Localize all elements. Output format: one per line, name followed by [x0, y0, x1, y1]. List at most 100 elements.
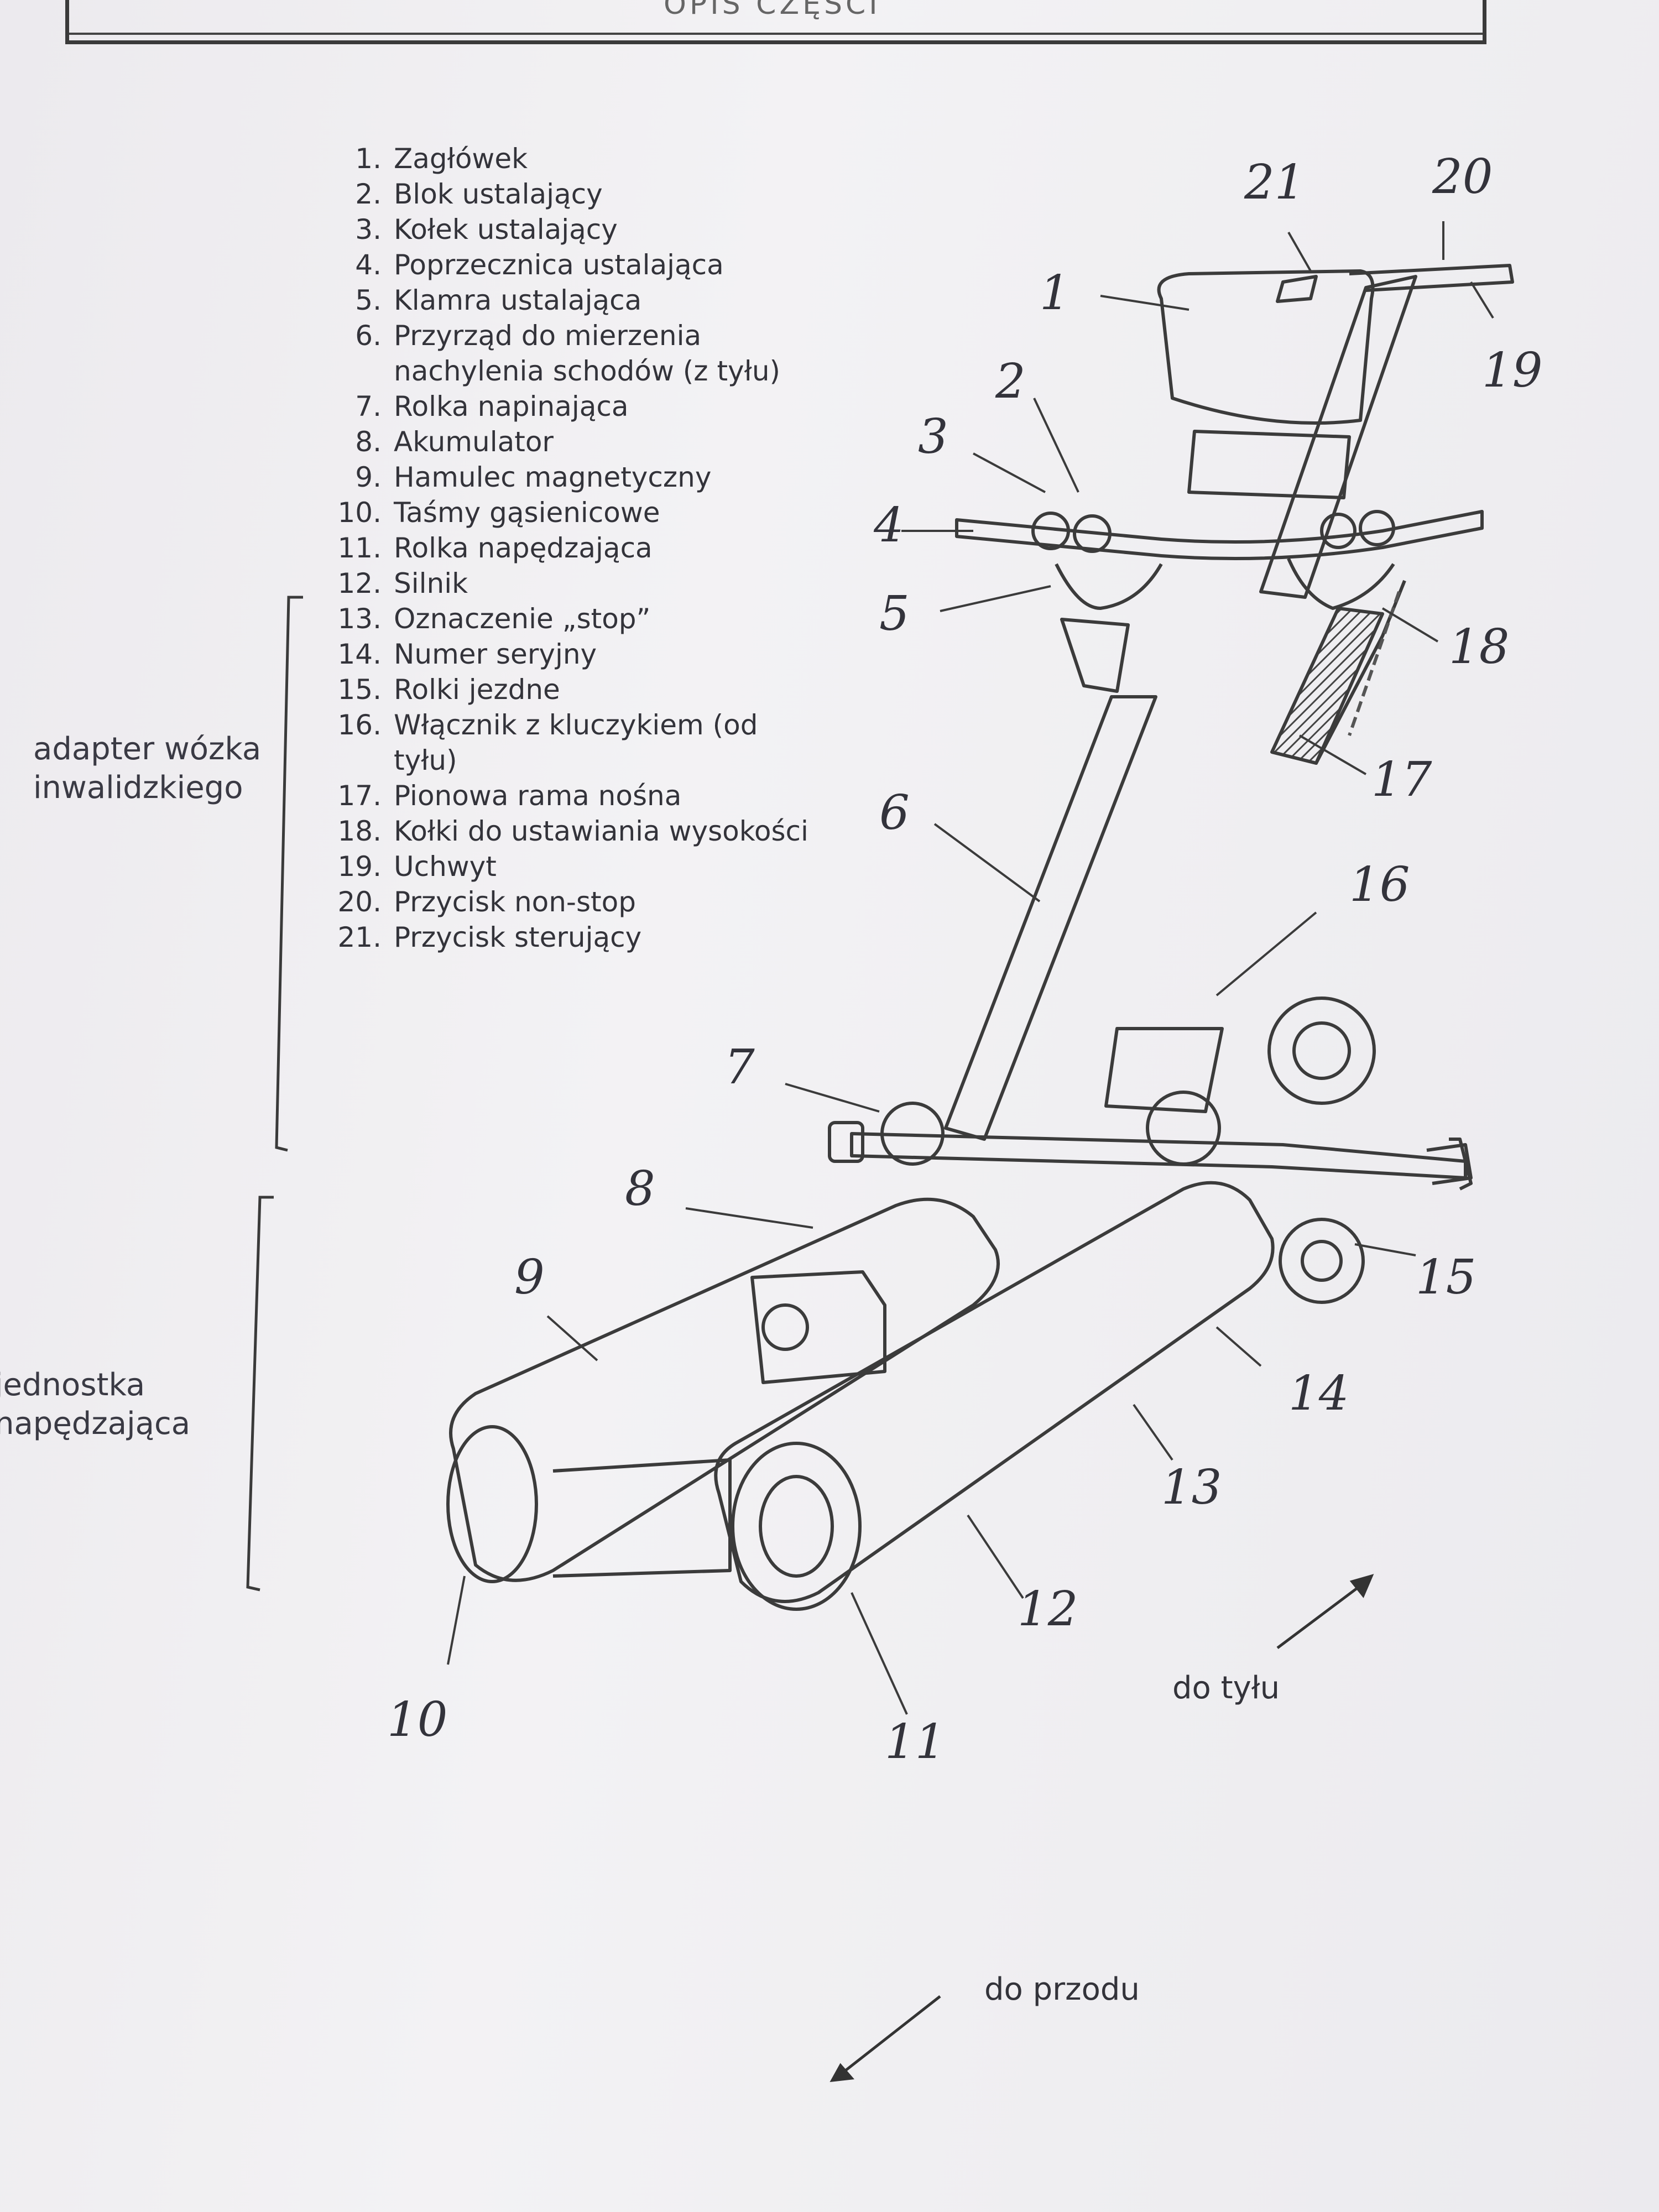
callout-12: 12	[1018, 1582, 1078, 1637]
part-number: 3.	[355, 213, 382, 246]
part-number: 17.	[337, 780, 382, 812]
parts-list-item: 10. Taśmy gąsienicowe	[321, 495, 818, 530]
part-label: Taśmy gąsienicowe	[394, 497, 660, 529]
parts-list-item: 6.Przyrząd do mierzenia nachylenia schod…	[321, 318, 818, 389]
part-number: 21.	[337, 921, 382, 953]
part-number: 1.	[355, 143, 382, 175]
callout-11: 11	[885, 1714, 946, 1770]
callout-5: 5	[879, 586, 910, 641]
parts-list-item: 11. Rolka napędzająca	[321, 530, 818, 566]
parts-list-item: 12. Silnik	[321, 566, 818, 601]
part-number: 9.	[355, 461, 382, 493]
callout-9: 9	[514, 1250, 545, 1305]
part-number: 4.	[355, 249, 382, 281]
title-frame-rule	[69, 33, 1483, 35]
part-number: 5.	[355, 284, 382, 316]
callout-15: 15	[1416, 1250, 1477, 1305]
part-label: Pionowa rama nośna	[394, 780, 682, 812]
parts-list-item: 18.Kołki do ustawiania wysokości	[321, 813, 818, 849]
arrow-back	[1276, 1580, 1367, 1649]
part-label: Numer seryjny	[394, 638, 597, 670]
group-brackets	[246, 596, 303, 1592]
parts-list-item: 8. Akumulator	[321, 424, 818, 460]
part-label: Przycisk non-stop	[394, 886, 636, 918]
part-label: Silnik	[394, 567, 468, 599]
callout-20: 20	[1432, 149, 1493, 205]
headrest	[1157, 269, 1375, 425]
left-track	[449, 1197, 1000, 1582]
crossbar	[955, 510, 1484, 560]
handle	[1349, 264, 1514, 292]
part-number: 12.	[337, 567, 382, 599]
part-number: 13.	[337, 603, 382, 635]
callout-14: 14	[1288, 1366, 1349, 1421]
callout-16: 16	[1349, 857, 1410, 912]
incline-frame	[944, 695, 1157, 1141]
drive-bracket	[246, 1196, 274, 1592]
part-number: 14.	[337, 638, 382, 670]
callout-10: 10	[387, 1692, 448, 1747]
running-roller	[1279, 1218, 1365, 1304]
part-label: Włącznik z kluczykiem (od tyłu)	[394, 709, 758, 776]
callout-13: 13	[1161, 1460, 1222, 1515]
group-label-adapter: adapter wózka inwalidzkiego	[33, 731, 262, 806]
part-label: Akumulator	[394, 426, 554, 458]
part-number: 2.	[355, 178, 382, 210]
parts-list-item: 16. Włącznik z kluczykiem (od tyłu)	[321, 707, 818, 778]
right-track	[714, 1181, 1275, 1603]
part-number: 15.	[337, 674, 382, 706]
parts-list: 1. Zagłówek 2. Blok ustalający 3. Kołek ustal…	[321, 141, 818, 955]
vertical-frame	[1259, 275, 1417, 599]
parts-list-item: 20. Przycisk non-stop	[321, 884, 818, 920]
parts-list-item: 13. Oznaczenie „stop”	[321, 601, 818, 637]
arrow-front	[837, 1995, 941, 2078]
part-label: Klamra ustalająca	[394, 284, 642, 316]
parts-list-item: 15.Rolki jezdne	[321, 672, 818, 707]
part-label: Uchwyt	[394, 851, 497, 883]
parts-list-item: 4. Poprzecznica ustalająca	[321, 247, 818, 283]
parts-list-item: 3. Kołek ustalający	[321, 212, 818, 247]
part-number: 7.	[355, 390, 382, 422]
parts-list-item: 17. Pionowa rama nośna	[321, 778, 818, 813]
leader-lines	[447, 221, 1494, 1715]
part-number: 19.	[337, 851, 382, 883]
adapter-bracket	[275, 596, 303, 1152]
part-number: 6.	[355, 320, 382, 352]
parts-list-item: 19. Uchwyt	[321, 849, 818, 884]
part-label: Zagłówek	[394, 143, 528, 175]
part-number: 16.	[337, 709, 382, 741]
part-number: 18.	[337, 815, 382, 847]
callout-4: 4	[874, 498, 904, 553]
parts-list-item: 5. Klamra ustalająca	[321, 283, 818, 318]
part-label: Blok ustalający	[394, 178, 603, 210]
part-number: 11.	[337, 532, 382, 564]
title-frame	[65, 0, 1486, 44]
rear-wheel	[1267, 997, 1376, 1105]
part-label: Oznaczenie „stop”	[394, 603, 651, 635]
parts-list-item: 1. Zagłówek	[321, 141, 818, 176]
part-label: Poprzecznica ustalająca	[394, 249, 724, 281]
callout-7: 7	[724, 1040, 755, 1095]
part-label: Rolka napędzająca	[394, 532, 653, 564]
callout-19: 19	[1482, 343, 1543, 398]
stair-climber-drawing	[446, 264, 1514, 1611]
part-label: Hamulec magnetyczny	[394, 461, 712, 493]
drive-wheel	[731, 1442, 862, 1611]
label-front: do przodu	[984, 1971, 1140, 2007]
part-number: 20.	[337, 886, 382, 918]
callout-8: 8	[625, 1161, 655, 1217]
callout-2: 2	[995, 354, 1026, 409]
group-label-drive: jednostka napędzająca	[0, 1367, 191, 1442]
part-number: 10.	[337, 497, 382, 529]
parts-list-item: 2. Blok ustalający	[321, 176, 818, 212]
part-number: 8.	[355, 426, 382, 458]
callout-3: 3	[918, 409, 948, 465]
battery	[750, 1270, 886, 1384]
parts-list-item: 7. Rolka napinająca	[321, 389, 818, 424]
label-back: do tyłu	[1172, 1670, 1280, 1706]
part-label: Kołek ustalający	[394, 213, 618, 246]
page-title: OPIS CZĘŚCI	[664, 0, 881, 21]
part-label: Rolka napinająca	[394, 390, 629, 422]
